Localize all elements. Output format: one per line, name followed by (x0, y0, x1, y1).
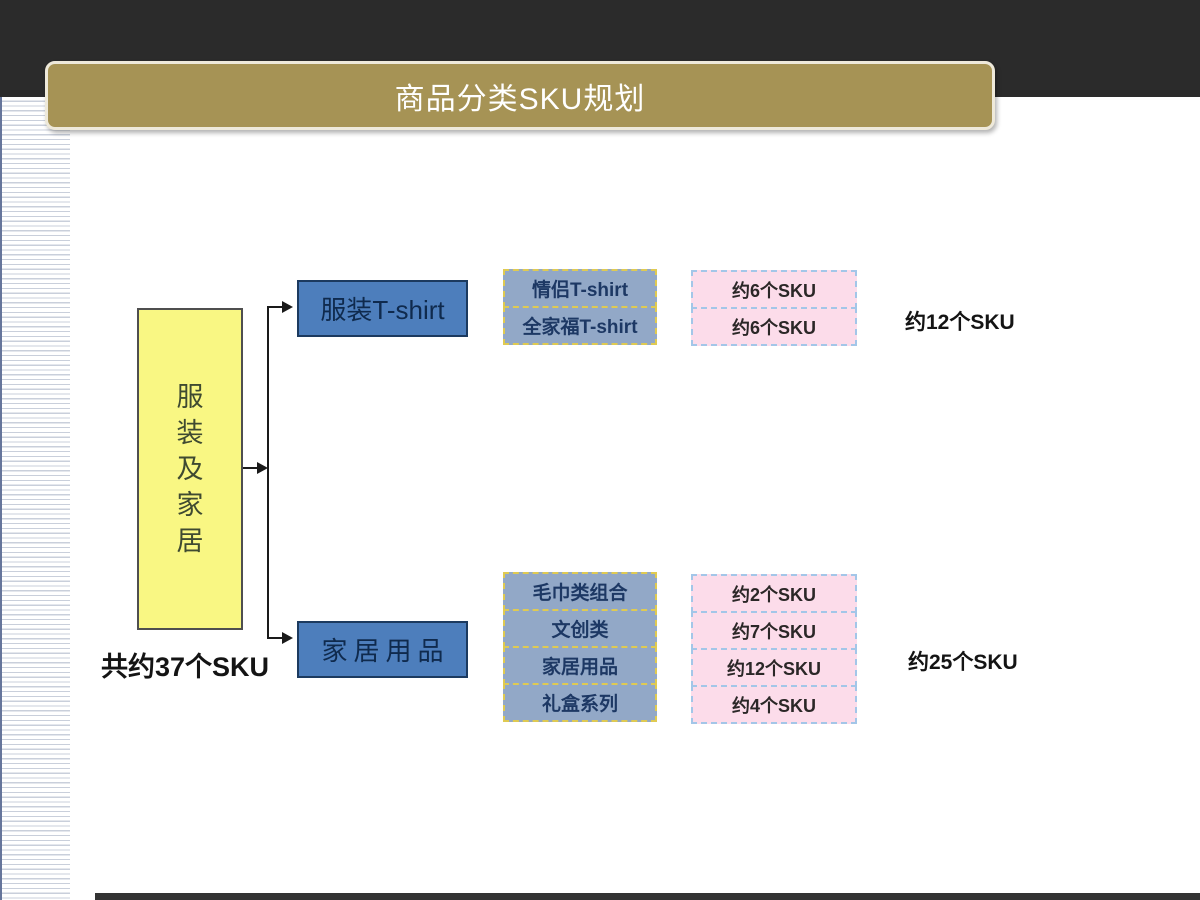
sub-item: 毛巾类组合 (503, 572, 657, 611)
sku-count: 约12个SKU (691, 648, 857, 687)
sku-count: 约2个SKU (691, 574, 857, 613)
root-char: 居 (176, 526, 204, 556)
branch-box-home: 家居用品 (297, 621, 468, 678)
sub-item: 情侣T-shirt (503, 269, 657, 308)
sku-count: 约4个SKU (691, 685, 857, 724)
connector-bottom-line (267, 637, 283, 639)
sub-item: 家居用品 (503, 646, 657, 685)
bottom-dark-bar (95, 893, 1200, 900)
sub-item: 礼盒系列 (503, 683, 657, 722)
tshirt-item-stack: 情侣T-shirt 全家福T-shirt (503, 269, 657, 345)
page-title: 商品分类SKU规划 (394, 82, 646, 116)
root-char: 及 (176, 454, 204, 484)
total-sku-label: 共约37个SKU (101, 652, 270, 682)
connector-mid-arrow (257, 462, 268, 474)
root-char: 家 (176, 490, 204, 520)
sku-count: 约6个SKU (691, 307, 857, 346)
sub-item: 全家福T-shirt (503, 306, 657, 345)
connector-top-line (267, 306, 283, 308)
sku-count: 约7个SKU (691, 611, 857, 650)
connector-bottom-arrow (282, 632, 293, 644)
connector-top-arrow (282, 301, 293, 313)
home-sku-stack: 约2个SKU 约7个SKU 约12个SKU 约4个SKU (691, 574, 857, 724)
title-banner: 商品分类SKU规划 (45, 61, 995, 130)
connector-mid-line (243, 467, 260, 469)
root-char: 装 (176, 418, 204, 448)
tshirt-sku-stack: 约6个SKU 约6个SKU (691, 270, 857, 346)
tshirt-subtotal-label: 约12个SKU (905, 311, 1015, 334)
sku-count: 约6个SKU (691, 270, 857, 309)
home-item-stack: 毛巾类组合 文创类 家居用品 礼盒系列 (503, 572, 657, 722)
sub-item: 文创类 (503, 609, 657, 648)
branch-box-tshirt: 服装T-shirt (297, 280, 468, 337)
home-subtotal-label: 约25个SKU (908, 651, 1018, 674)
root-char: 服 (176, 382, 204, 412)
left-striped-margin (0, 97, 70, 900)
root-category-box: 服 装 及 家 居 (137, 308, 243, 630)
connector-vertical-line (267, 307, 269, 639)
